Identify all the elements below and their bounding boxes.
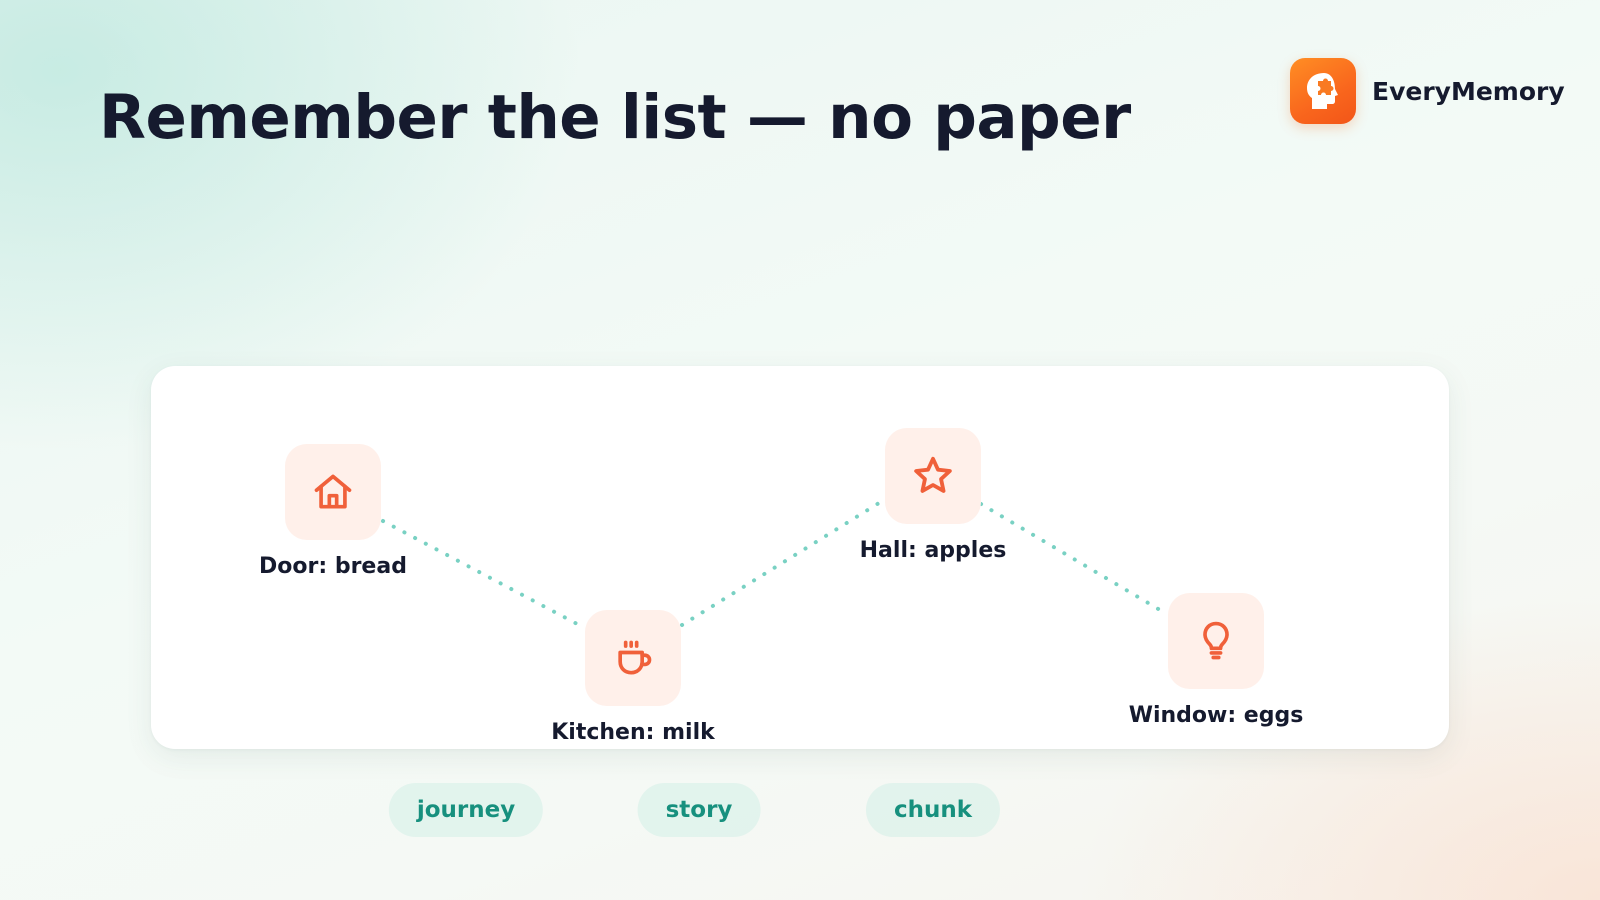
stop-label: Door: bread [259,554,407,579]
journey-card: Door: bread Kitchen: milk Hall: apples [151,366,1449,749]
lightbulb-icon [1168,593,1264,689]
journey-path [381,501,1162,628]
stop-label: Hall: apples [859,538,1007,563]
tag-chunk[interactable]: chunk [865,783,1001,837]
star-icon [885,428,981,524]
stop-label: Kitchen: milk [551,720,715,745]
connector-3 [979,502,1162,612]
tag-journey[interactable]: journey [388,783,544,837]
stop-label: Window: eggs [1128,703,1304,728]
brand-name: EveryMemory [1372,76,1565,106]
page-title: Remember the list — no paper [99,82,1131,153]
head-puzzle-icon [1290,58,1356,124]
coffee-cup-icon [585,610,681,706]
brand: EveryMemory [1290,58,1565,124]
tag-story[interactable]: story [637,783,761,837]
technique-tags: journey story chunk [0,783,1600,837]
journey-stop-door: Door: bread [203,444,463,579]
connector-2 [680,501,881,627]
journey-stop-hall: Hall: apples [803,428,1063,563]
brand-logo-glyph [1307,73,1338,109]
connector-1 [381,519,583,628]
journey-stop-kitchen: Kitchen: milk [503,610,763,745]
house-icon [285,444,381,540]
journey-stop-window: Window: eggs [1086,593,1346,728]
